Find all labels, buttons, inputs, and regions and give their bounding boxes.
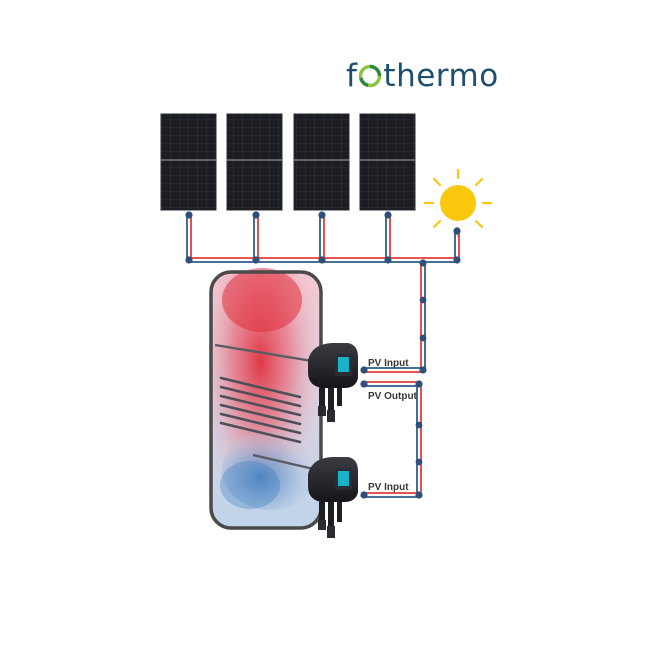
solar-panel-4 [359, 113, 416, 211]
display-icon [338, 471, 349, 486]
solar-panel-1 [160, 113, 217, 211]
display-icon [338, 357, 349, 372]
pv-input-label-lower: PV Input [368, 482, 409, 493]
pv-input-label-upper: PV Input [368, 358, 409, 369]
upper-heater-controller [308, 343, 358, 422]
solar-panel-3 [293, 113, 350, 211]
pv-output-label: PV Output [368, 391, 418, 402]
brand-prefix: f [346, 58, 358, 94]
solar-panel-2 [226, 113, 283, 211]
brand-suffix: thermo [383, 58, 499, 94]
wire-junctions [185, 211, 461, 499]
lower-heater-controller [308, 457, 358, 538]
brand-ring-icon [358, 64, 382, 88]
water-tank [209, 268, 323, 530]
sun-icon [423, 168, 493, 238]
brand-logo: f thermo [346, 54, 499, 98]
